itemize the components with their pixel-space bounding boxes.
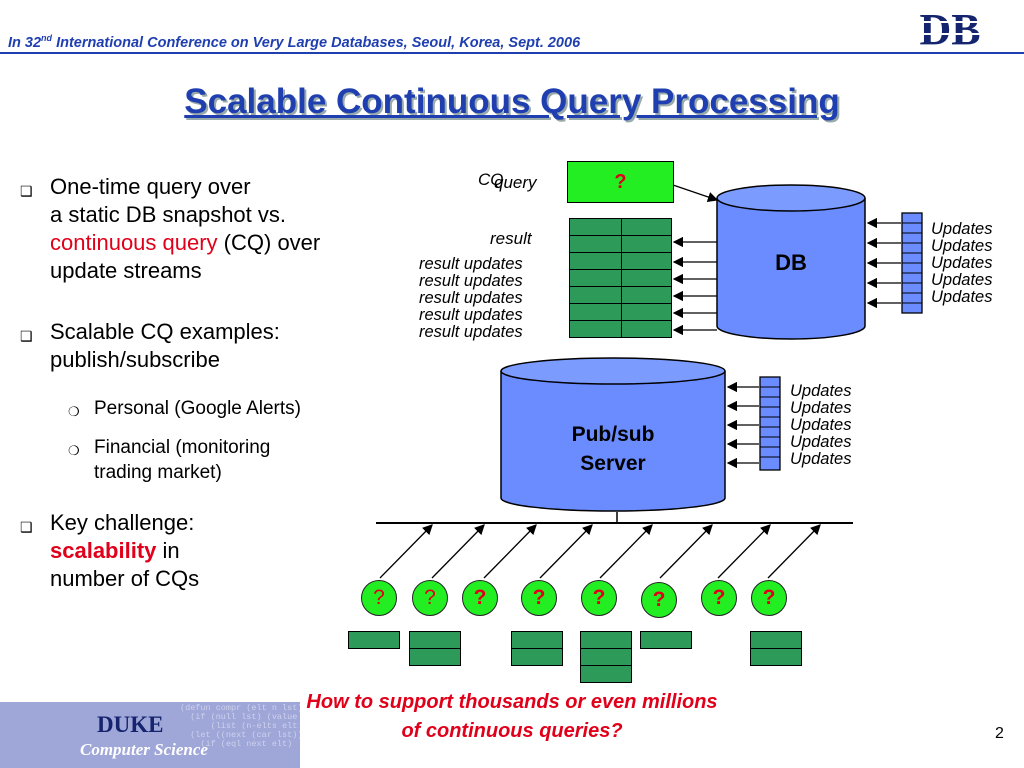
pubsub-label: Pub/sub Server	[571, 423, 655, 475]
subscriber-result-box	[409, 648, 461, 666]
result-table	[569, 218, 673, 338]
subscriber-query-2: ?	[412, 580, 448, 616]
circle-bullet-icon: ❍	[68, 404, 80, 419]
subscriber-result-box	[750, 631, 802, 649]
subscriber-result-box	[511, 631, 563, 649]
svg-text:DB: DB	[919, 8, 980, 50]
cq-label: CQ	[478, 170, 504, 189]
result-arrows	[672, 236, 717, 336]
duke-cs-logo: (defun compr (elt n lst) (if (null lst) …	[0, 702, 300, 768]
subscriber-query-8: ?	[751, 580, 787, 616]
square-bullet-icon: ❑	[20, 328, 33, 344]
query-label: query	[494, 173, 537, 192]
pubsub-cylinder	[500, 357, 726, 512]
subscriber-result-box	[580, 631, 632, 649]
square-bullet-icon: ❑	[20, 183, 33, 199]
query-box: ?	[567, 161, 674, 203]
subscriber-query-6: ?	[641, 582, 677, 618]
slide-title: Scalable Continuous Query Processing	[184, 82, 840, 121]
query-arrow	[672, 184, 719, 202]
scalability-question: How to support thousands or even million…	[306, 691, 718, 742]
db-cylinder	[716, 184, 866, 340]
result-updates-stack: result updates result updates result upd…	[419, 255, 523, 341]
subscriber-result-box	[511, 648, 563, 666]
subscriber-result-box	[580, 665, 632, 683]
db-logo-icon: DB	[895, 8, 1005, 50]
subscriber-query-7: ?	[701, 580, 737, 616]
subbullet-personal: ❍ Personal (Google Alerts)	[68, 396, 301, 421]
pubsub-update-stream	[726, 376, 781, 471]
bullet-scalable-examples: ❑ Scalable CQ examples: publish/subscrib…	[20, 319, 280, 372]
page-number: 2	[995, 725, 1004, 742]
subscriber-result-box	[750, 648, 802, 666]
subscriber-query-4: ?	[521, 580, 557, 616]
subbullet-financial: ❍ Financial (monitoring trading market)	[68, 437, 271, 483]
subscriber-query-5: ?	[581, 580, 617, 616]
subscriber-query-1: ?	[361, 580, 397, 616]
conference-header: In 32nd International Conference on Very…	[8, 33, 581, 51]
subscriber-result-box	[409, 631, 461, 649]
db-updates-labels: Updates Updates Updates Updates Updates	[931, 220, 993, 306]
db-label: DB	[775, 250, 807, 275]
subscriber-arrows	[379, 524, 821, 579]
code-texture: (defun compr (elt n lst) (if (null lst) …	[180, 703, 300, 749]
subscriber-query-3: ?	[462, 580, 498, 616]
result-label: result	[490, 229, 532, 248]
bullet-one-time-query: ❑ One-time query over a static DB snapsh…	[20, 174, 321, 283]
circle-bullet-icon: ❍	[68, 443, 80, 458]
subscriber-result-box	[580, 648, 632, 666]
square-bullet-icon: ❑	[20, 519, 33, 535]
pubsub-updates-labels: Updates Updates Updates Updates Updates	[790, 382, 852, 468]
db-update-stream	[866, 212, 923, 314]
header-divider	[0, 52, 1024, 54]
bullet-key-challenge: ❑ Key challenge: scalability in number o…	[20, 510, 200, 591]
subscriber-result-box	[640, 631, 692, 649]
subscriber-result-box	[348, 631, 400, 649]
